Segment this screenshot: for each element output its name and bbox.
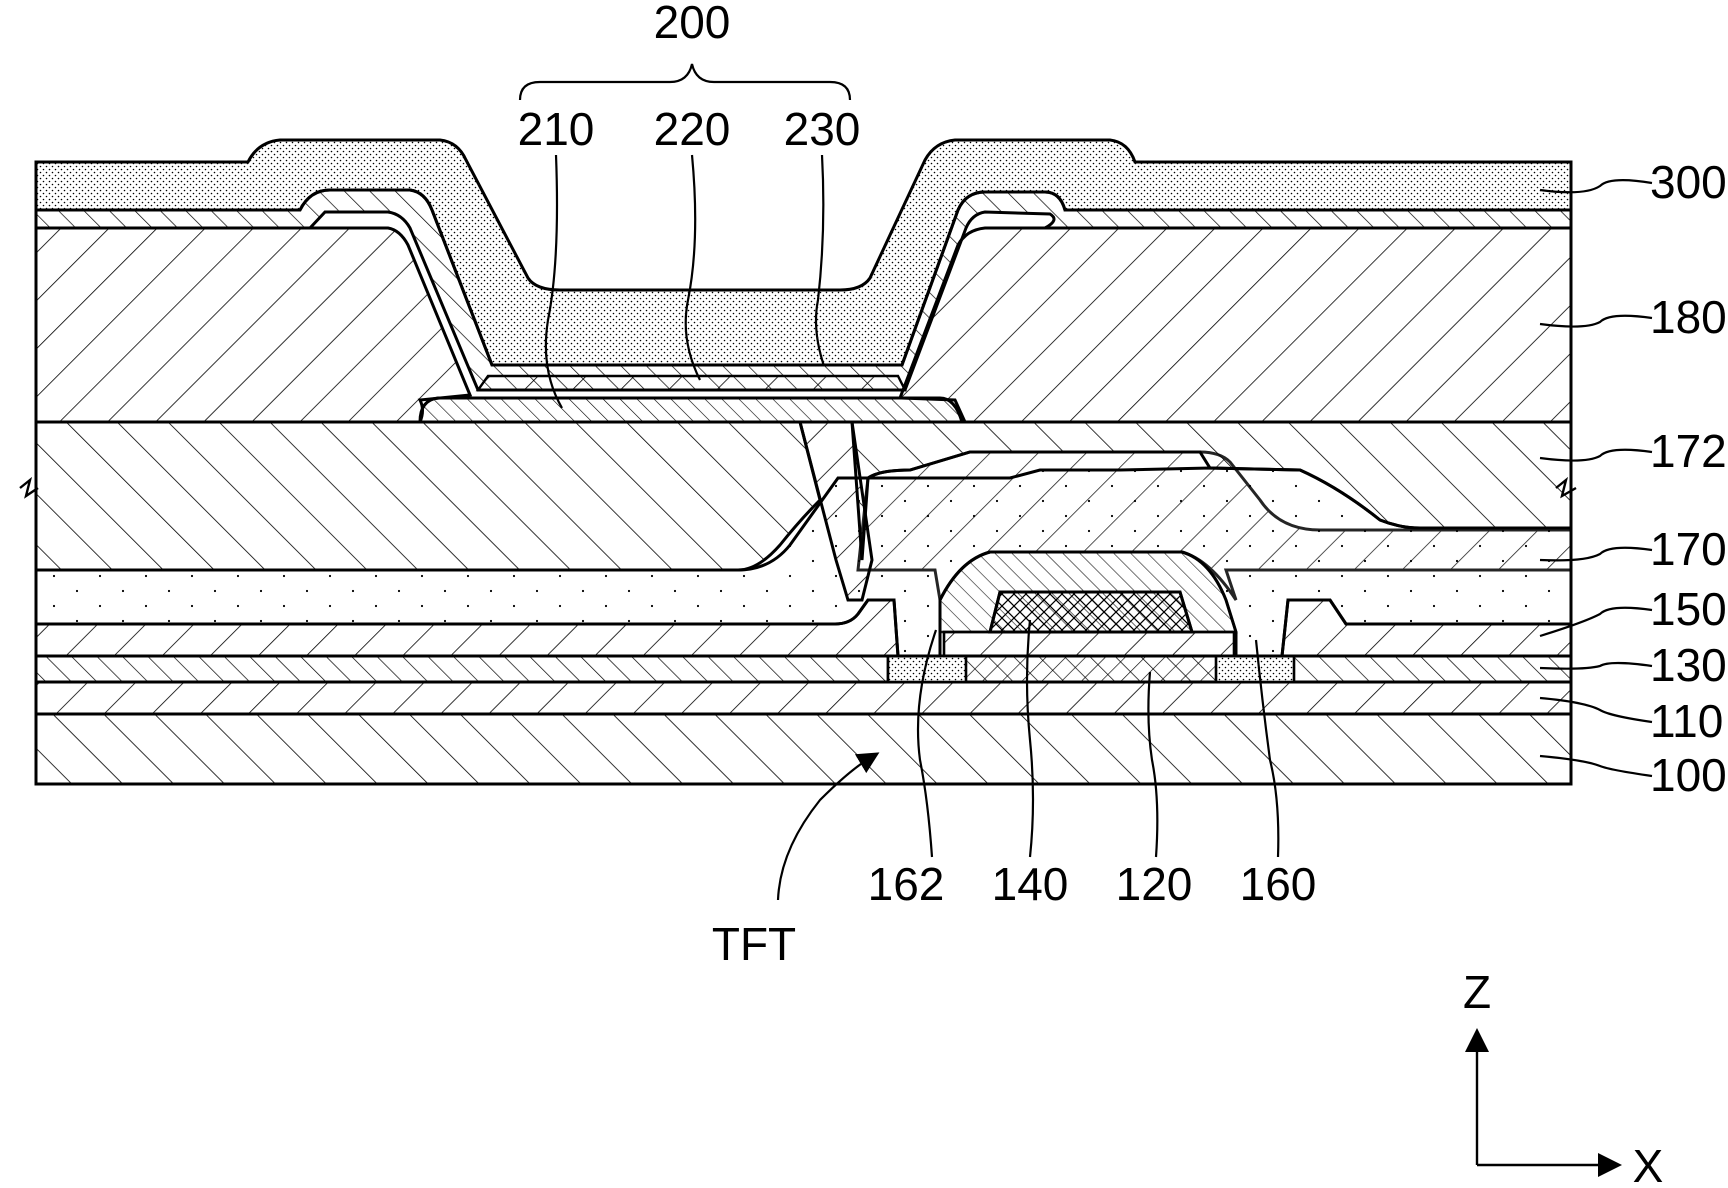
label-130: 130 bbox=[1650, 639, 1727, 691]
label-140: 140 bbox=[992, 858, 1069, 910]
electrode-210 bbox=[420, 398, 962, 422]
source-region-160-dots bbox=[1216, 656, 1294, 682]
label-100: 100 bbox=[1650, 749, 1727, 801]
label-300: 300 bbox=[1650, 156, 1727, 208]
layer-130-gate-insulator bbox=[36, 656, 1571, 682]
label-162: 162 bbox=[868, 858, 945, 910]
label-230: 230 bbox=[784, 103, 861, 155]
layer-100-substrate bbox=[36, 714, 1571, 784]
layer-172-left bbox=[36, 422, 820, 570]
layer-140-gate-front bbox=[990, 592, 1192, 632]
label-160: 160 bbox=[1240, 858, 1317, 910]
label-220: 220 bbox=[654, 103, 731, 155]
label-170: 170 bbox=[1650, 523, 1727, 575]
axis-x-label: X bbox=[1633, 1140, 1664, 1188]
label-210: 210 bbox=[518, 103, 595, 155]
label-180: 180 bbox=[1650, 291, 1727, 343]
label-120: 120 bbox=[1116, 858, 1193, 910]
layer-230-electrode bbox=[478, 376, 905, 390]
label-tft: TFT bbox=[712, 918, 796, 970]
label-200: 200 bbox=[654, 0, 731, 48]
axis-z-label: Z bbox=[1463, 966, 1491, 1018]
group-200-brace bbox=[520, 64, 850, 100]
label-150: 150 bbox=[1650, 583, 1727, 635]
label-172: 172 bbox=[1650, 425, 1727, 477]
label-110: 110 bbox=[1650, 695, 1723, 747]
layer-180-right bbox=[900, 228, 1571, 422]
layer-180-left bbox=[36, 228, 470, 422]
gate-base-line bbox=[944, 632, 1234, 656]
layer-110-buffer bbox=[36, 682, 1571, 714]
